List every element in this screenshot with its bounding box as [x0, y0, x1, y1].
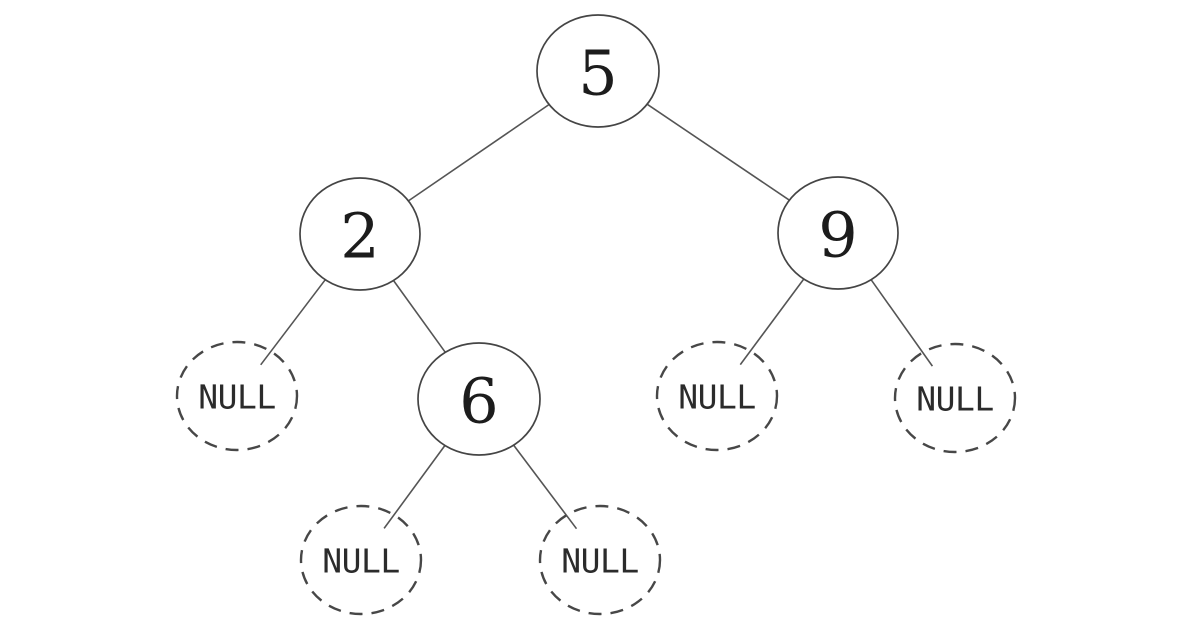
tree-edge-n6-null5: [512, 444, 578, 530]
null-node-label: NULL: [561, 542, 638, 581]
tree-node-null: NULL: [655, 340, 779, 452]
tree-edge-n9-null3: [870, 279, 934, 367]
null-node-circle: [299, 504, 423, 616]
null-node-label: NULL: [916, 380, 993, 419]
tree-node-null: NULL: [538, 504, 662, 616]
value-node-label: 6: [459, 365, 498, 438]
null-node-circle: [655, 340, 779, 452]
value-node-circle: [536, 14, 660, 128]
tree-node-6: 6: [417, 342, 541, 456]
value-node-label: 5: [578, 37, 617, 110]
tree-edge-n2-null1: [260, 279, 326, 366]
value-node-circle: [299, 177, 421, 291]
null-node-circle: [175, 340, 299, 452]
tree-node-null: NULL: [299, 504, 423, 616]
value-node-circle: [777, 176, 899, 290]
null-node-circle: [893, 342, 1017, 454]
tree-node-9: 9: [777, 176, 899, 290]
tree-node-5: 5: [536, 14, 660, 128]
tree-edge-n2-n6: [392, 280, 446, 353]
tree-node-2: 2: [299, 177, 421, 291]
null-node-circle: [538, 504, 662, 616]
tree-edge-n5-n2: [407, 103, 550, 202]
tree-node-null: NULL: [893, 342, 1017, 454]
value-node-circle: [417, 342, 541, 456]
null-node-label: NULL: [678, 378, 755, 417]
value-node-label: 2: [340, 200, 379, 273]
null-node-label: NULL: [198, 378, 275, 417]
value-node-label: 9: [818, 199, 857, 272]
tree-edge-n6-null4: [383, 445, 446, 529]
null-node-label: NULL: [322, 542, 399, 581]
tree-node-null: NULL: [175, 340, 299, 452]
tree-edge-n9-null2: [739, 278, 805, 366]
tree-edge-n5-n9: [646, 103, 790, 201]
